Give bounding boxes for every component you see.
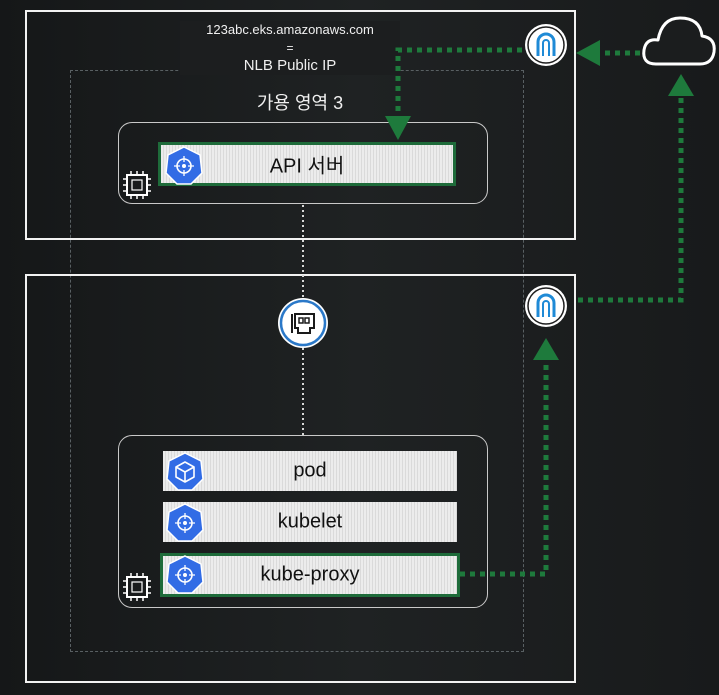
api-server-label: API 서버 (269, 155, 345, 178)
nlb-dns-text: 123abc.eks.amazonaws.com (206, 22, 374, 37)
arrowhead-to-top-gateway (576, 40, 600, 66)
kube-proxy-label: kube-proxy (260, 563, 360, 586)
kubernetes-icon (165, 146, 203, 185)
nlb-label: 123abc.eks.amazonaws.com = NLB Public IP (180, 21, 400, 75)
control-plane-box (25, 10, 576, 240)
nlb-ip-text: NLB Public IP (243, 57, 337, 74)
kubelet-label: kubelet (277, 510, 343, 533)
arrowhead-to-lower-gateway (533, 338, 559, 360)
internet-gateway-icon (525, 285, 567, 327)
kubelet-bar: kubelet (163, 502, 457, 542)
pod-label: pod (293, 459, 327, 482)
flow-gateway-to-cloud (578, 96, 684, 303)
kubernetes-icon (166, 503, 204, 542)
worker-node (118, 435, 488, 608)
arrowhead-to-cloud (668, 74, 694, 96)
pod-bar: pod (163, 451, 457, 491)
internet-gateway-icon (525, 24, 567, 66)
cpu-chip-icon (123, 573, 151, 601)
cloud-icon (642, 16, 716, 66)
network-interface-icon (278, 298, 328, 348)
flow-kube-proxy-to-gateway (460, 360, 549, 577)
flow-gateway-to-api-server (395, 47, 522, 118)
kubernetes-icon (166, 555, 204, 594)
arrowhead-to-api-server (385, 116, 411, 140)
az-label: 가용 영역 3 (256, 93, 344, 113)
data-plane-box (25, 274, 576, 683)
control-plane-node (118, 122, 488, 204)
cpu-chip-icon (123, 171, 151, 199)
equals-text: = (286, 41, 294, 55)
api-server-bar: API 서버 (158, 142, 456, 186)
pod-cube-icon (166, 452, 204, 491)
kube-proxy-bar: kube-proxy (160, 553, 460, 597)
